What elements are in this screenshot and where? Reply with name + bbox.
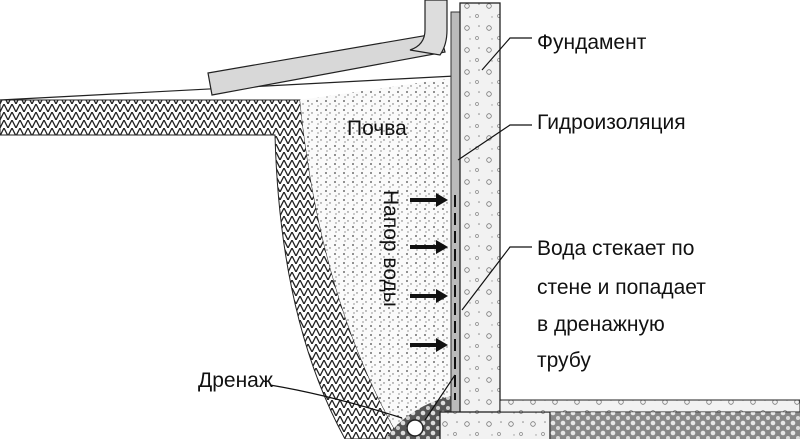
leader-lines [269, 37, 532, 421]
label-foundation: Фундамент [537, 31, 647, 54]
label-water-line2: стене и попадает [537, 276, 706, 299]
footing [439, 411, 551, 439]
splash-block [207, 32, 446, 96]
label-water-line4: трубу [537, 349, 591, 372]
label-drainage: Дренаж [198, 369, 273, 392]
waterproofing-layer [450, 11, 461, 413]
drain-pipe [406, 419, 424, 437]
soil-backfill [300, 78, 452, 439]
label-soil: Почва [347, 117, 407, 140]
label-water-line1: Вода стекает по [537, 237, 695, 260]
label-water-line3: в дренажную [537, 313, 665, 336]
label-waterproofing: Гидроизоляция [537, 111, 686, 134]
foundation-wall [459, 2, 501, 414]
floor-slab [499, 399, 800, 413]
downspout [409, 0, 448, 56]
water-pressure-arrows [410, 193, 448, 352]
label-water-pressure: Напор воды [379, 190, 402, 307]
